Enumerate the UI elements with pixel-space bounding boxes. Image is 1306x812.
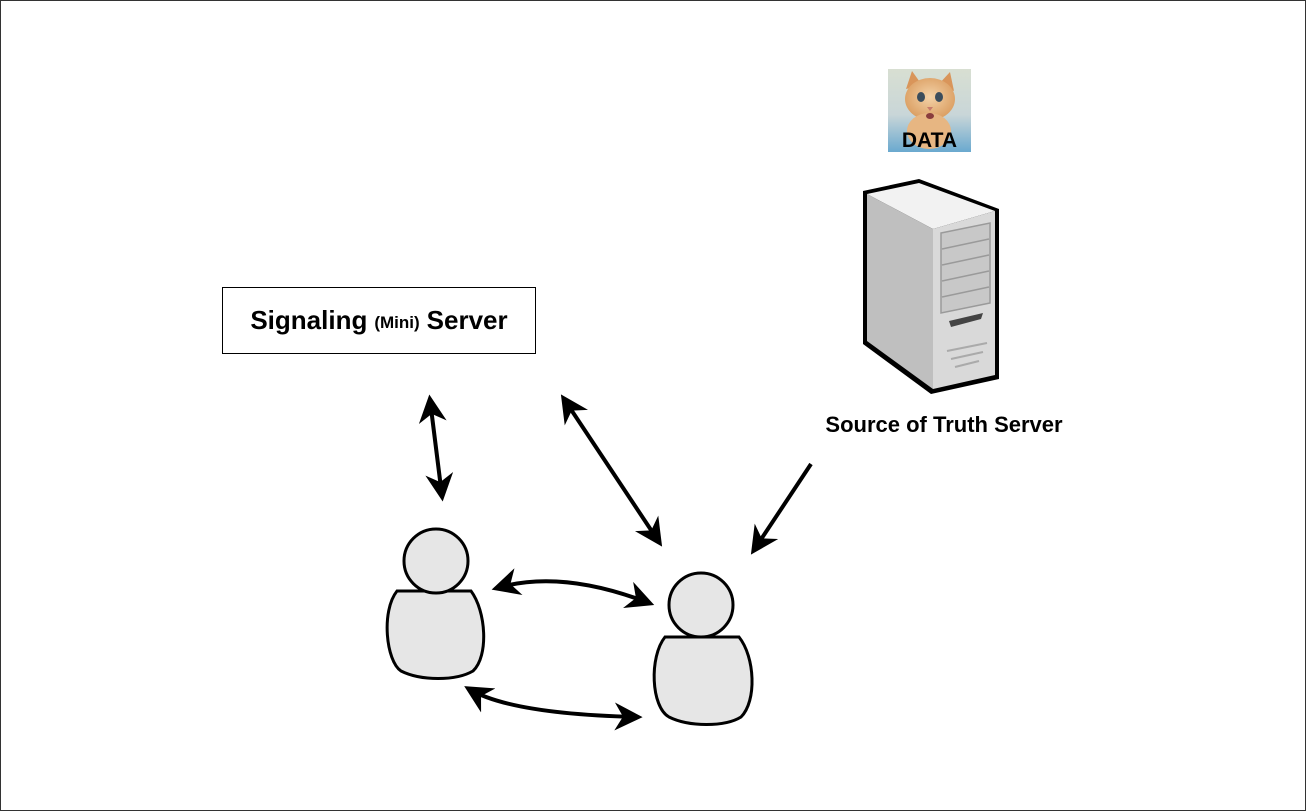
arrow-user1-user2-top bbox=[491, 568, 655, 608]
connector-arrows bbox=[418, 394, 813, 731]
server-label: Server bbox=[426, 305, 508, 335]
arrow-user1-user2-bottom bbox=[464, 686, 643, 731]
arrow-signal-to-user1 bbox=[418, 394, 454, 502]
data-badge: DATA bbox=[888, 69, 971, 152]
user-icon bbox=[652, 571, 754, 726]
signaling-server-box: Signaling (Mini) Server bbox=[222, 287, 536, 354]
source-of-truth-label: Source of Truth Server bbox=[825, 412, 1063, 437]
server-tower-icon bbox=[863, 179, 999, 394]
user-icon bbox=[385, 527, 486, 680]
data-label: DATA bbox=[901, 129, 958, 152]
arrow-truth-to-user2 bbox=[750, 462, 813, 555]
signaling-label: Signaling bbox=[250, 305, 368, 335]
mini-label: (Mini) bbox=[374, 312, 420, 332]
arrow-signal-to-user2 bbox=[560, 394, 663, 547]
kitten-photo bbox=[888, 69, 971, 152]
